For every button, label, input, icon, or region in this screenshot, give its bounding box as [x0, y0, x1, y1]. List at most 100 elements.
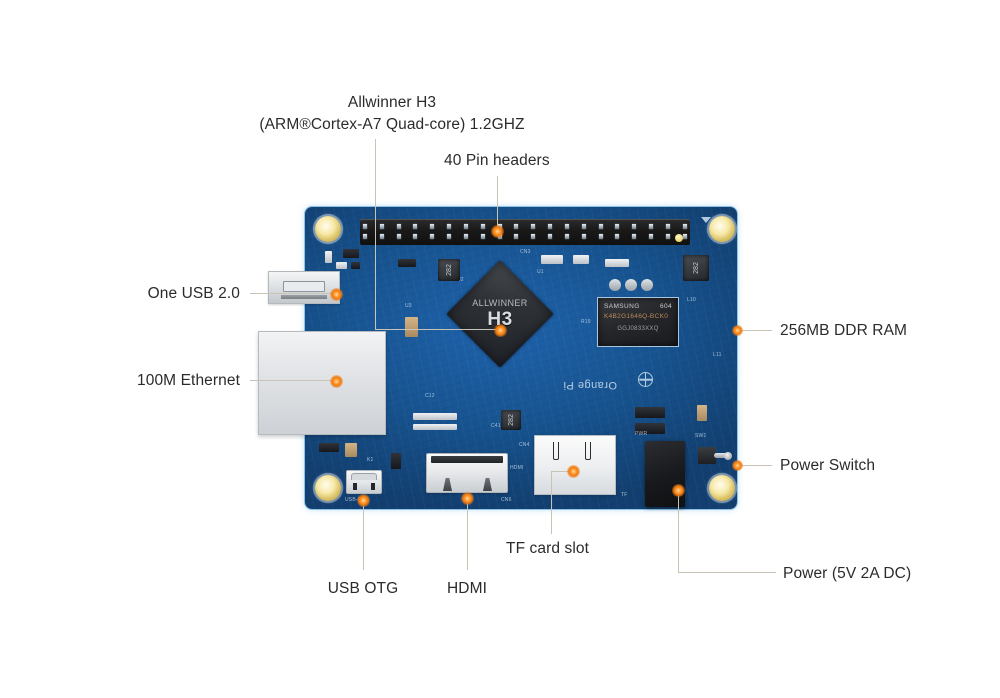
- ram-brand-text: SAMSUNG: [604, 303, 640, 310]
- callout-label-ddr-ram: 256MB DDR RAM: [780, 322, 908, 339]
- allwinner-h3-soc: ALLWINNER H3: [446, 260, 554, 368]
- marker-dot-power-dc: [671, 483, 685, 497]
- callout-label-soc-line2: (ARM®Cortex-A7 Quad-core) 1.2GHZ: [259, 116, 525, 133]
- marker-dot-ethernet: [329, 374, 343, 388]
- smd-chip-1: [343, 249, 359, 258]
- samsung-ddr-ram-chip: SAMSUNG 604 K4B2G1646Q-BCK0 GGJ0833XXQ: [597, 297, 679, 347]
- smd-chip-17: [391, 453, 401, 469]
- silk-u3: U3: [405, 303, 412, 309]
- smd-chip-11: [635, 423, 665, 434]
- ram-code-text: 604: [659, 303, 672, 310]
- silk-cn6: CN6: [501, 497, 512, 503]
- smd-chip-13: [413, 413, 457, 420]
- capacitor-1: [609, 279, 621, 291]
- ethernet-rj45-port[interactable]: [258, 331, 386, 435]
- mounting-hole-bottom-left: [315, 475, 341, 501]
- hdmi-shell-lip: [431, 456, 503, 463]
- marker-dot-one-usb: [329, 287, 343, 301]
- power-switch-knob: [724, 451, 732, 460]
- marker-dot-power-switch: [731, 459, 743, 471]
- otg-pin-right: [371, 483, 375, 490]
- smd-chip-2: [336, 262, 347, 269]
- callout-label-one-usb: One USB 2.0: [147, 285, 240, 302]
- silk-c12: C12: [425, 393, 435, 399]
- callout-label-tf-card-slot: TF card slot: [506, 540, 590, 557]
- tf-clip-left: [553, 442, 559, 460]
- usb-2-0-port[interactable]: [268, 271, 340, 304]
- callout-label-hdmi: HDMI: [446, 580, 487, 597]
- marker-dot-ddr-ram: [731, 324, 743, 336]
- mounting-hole-top-right: [709, 216, 735, 242]
- silk-cn4: CN4: [519, 442, 530, 448]
- polarity-triangle-icon: [701, 217, 711, 223]
- smd-chip-5: [398, 259, 416, 267]
- callout-label-40-pin-headers: 40 Pin headers: [444, 152, 550, 169]
- callout-label-power-switch: Power Switch: [780, 457, 876, 474]
- leader-hdmi: [467, 498, 469, 570]
- silk-l10: L10: [687, 297, 696, 303]
- callout-label-usb-otg: USB OTG: [327, 580, 399, 597]
- smd-chip-9: [605, 259, 629, 267]
- leader-one-usb: [250, 293, 336, 295]
- ram-lot-code: GGJ0833XXQ: [617, 326, 659, 332]
- inductor-bottom-center: [501, 410, 521, 430]
- pin-row-bottom: [363, 233, 687, 240]
- smd-chip-3: [351, 262, 360, 269]
- usb-port-slot-outline: [283, 281, 325, 292]
- orange-pi-logo-icon: [638, 372, 653, 387]
- marker-dot-soc: [493, 323, 507, 337]
- leader-ddr-ram: [737, 330, 772, 332]
- leader-tf-card-vertical: [551, 472, 553, 534]
- leader-ethernet: [250, 380, 336, 382]
- leader-power-dc-vertical: [678, 490, 680, 573]
- smd-chip-6: [405, 317, 418, 337]
- silk-c41: C41: [491, 423, 501, 429]
- leader-tf-card-horizontal: [551, 471, 573, 473]
- tf-clip-right: [585, 442, 591, 460]
- smd-chip-12: [697, 405, 707, 421]
- capacitor-2: [625, 279, 637, 291]
- hdmi-port[interactable]: [426, 453, 508, 493]
- leader-soc-horizontal: [375, 329, 500, 331]
- silk-cn3: CN3: [520, 249, 531, 255]
- smd-chip-8: [573, 255, 589, 264]
- hdmi-foot-left: [443, 478, 452, 491]
- marker-dot-tf-card-slot: [566, 464, 580, 478]
- smd-chip-15: [319, 443, 339, 452]
- capacitor-3: [641, 279, 653, 291]
- micro-usb-otg-port[interactable]: [346, 470, 382, 494]
- inductor-center-left: [438, 259, 460, 281]
- soc-vendor-text: ALLWINNER: [472, 297, 528, 308]
- silk-hdmi: HDMI: [510, 465, 524, 471]
- usb-port-tongue: [281, 295, 327, 299]
- smd-chip-16: [345, 443, 357, 457]
- pcb-substrate: [305, 207, 737, 509]
- silk-tf: TF: [621, 492, 628, 498]
- power-switch[interactable]: [698, 447, 732, 464]
- silk-sw1: SW1: [695, 433, 707, 439]
- callout-label-ethernet: 100M Ethernet: [137, 372, 240, 389]
- soc-markings: ALLWINNER H3: [462, 276, 538, 352]
- silk-brand-orange-pi: Orange Pi: [563, 379, 618, 391]
- inductor-top-right: [683, 255, 709, 281]
- mounting-hole-bottom-right: [709, 475, 735, 501]
- silk-r19: R19: [581, 319, 591, 325]
- silk-u1: U1: [537, 269, 544, 275]
- status-led: [675, 234, 683, 242]
- smd-chip-4: [325, 251, 332, 263]
- otg-pin-left: [353, 483, 357, 490]
- leader-power-switch: [737, 465, 772, 467]
- gpio-40-pin-header[interactable]: [360, 219, 690, 245]
- orange-pi-board: CN3 U2 U3 ALLWINNER H3 SAMSUNG 604 K4B2G…: [258, 207, 737, 509]
- otg-shell: [351, 473, 377, 480]
- ram-part-number: K4B2G1646Q-BCK0: [604, 313, 669, 320]
- leader-usb-otg: [363, 500, 365, 570]
- leader-power-dc-horizontal: [678, 572, 776, 574]
- marker-dot-hdmi: [460, 491, 474, 505]
- marker-dot-usb-otg: [356, 493, 370, 507]
- callout-label-power-dc: Power (5V 2A DC): [783, 565, 912, 582]
- ram-brand-row: SAMSUNG 604: [604, 303, 672, 310]
- smd-chip-14: [413, 424, 457, 430]
- marker-dot-40-pin-headers: [490, 224, 504, 238]
